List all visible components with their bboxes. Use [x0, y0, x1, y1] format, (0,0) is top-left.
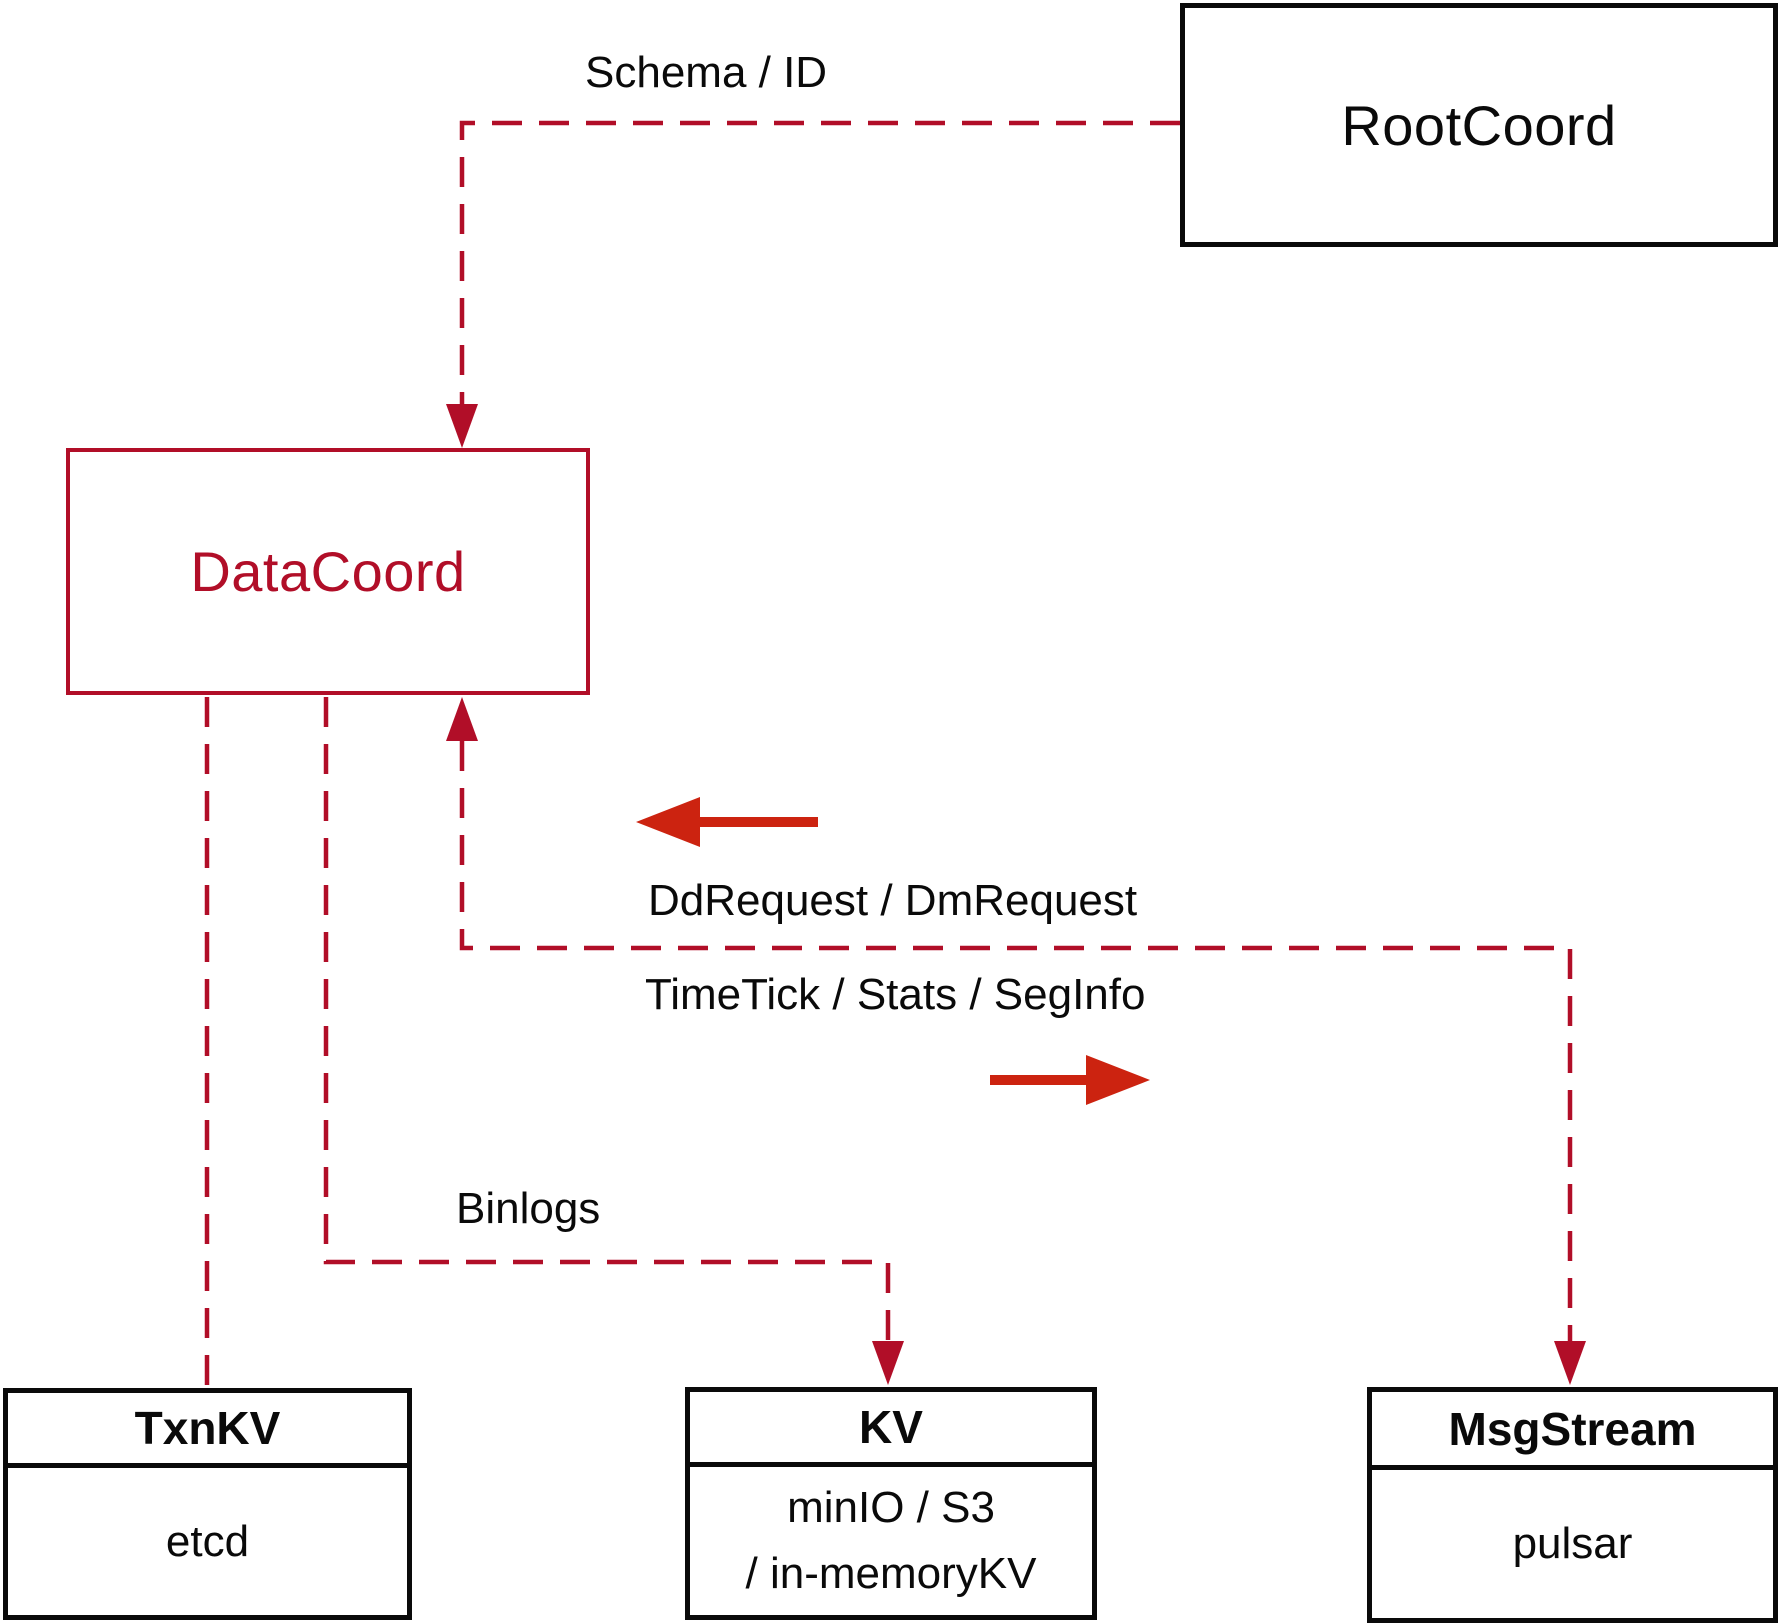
connector-datacoord-to-kv: [323, 697, 904, 1385]
arrowhead-down-icon: [446, 404, 478, 448]
node-datacoord: DataCoord: [66, 448, 590, 695]
node-kv-body: minIO / S3 / in-memoryKV: [690, 1467, 1092, 1615]
direction-arrow-right-icon: [990, 1055, 1150, 1105]
arrowhead-down-icon: [1554, 1341, 1586, 1385]
arrowhead-up-icon: [446, 697, 478, 741]
node-msgstream-title: MsgStream: [1372, 1392, 1773, 1470]
node-txnkv: TxnKV etcd: [3, 1388, 412, 1620]
node-kv: KV minIO / S3 / in-memoryKV: [685, 1387, 1097, 1620]
node-txnkv-body-text: etcd: [165, 1516, 250, 1566]
edge-label-ddrequest-dmrequest: DdRequest / DmRequest: [648, 876, 1138, 925]
direction-arrow-left-icon: [636, 797, 818, 847]
connector-msgstream-datacoord: [446, 697, 1586, 1385]
edge-label-binlogs: Binlogs: [456, 1184, 601, 1233]
arrowhead-down-icon: [872, 1341, 904, 1385]
node-rootcoord: RootCoord: [1180, 3, 1778, 247]
node-rootcoord-label: RootCoord: [1341, 93, 1617, 157]
node-kv-title: KV: [690, 1392, 1092, 1467]
node-kv-body-line2: / in-memoryKV: [745, 1549, 1037, 1598]
node-datacoord-label: DataCoord: [190, 540, 466, 603]
node-txnkv-body: etcd: [8, 1468, 407, 1615]
edge-label-timetick-stats-seginfo: TimeTick / Stats / SegInfo: [645, 970, 1146, 1019]
node-msgstream-body-text: pulsar: [1512, 1519, 1633, 1568]
node-msgstream-body: pulsar: [1372, 1470, 1773, 1618]
node-msgstream: MsgStream pulsar: [1367, 1387, 1778, 1623]
edge-label-schema-id: Schema / ID: [585, 48, 828, 97]
connector-rootcoord-to-datacoord: [446, 120, 1180, 448]
node-txnkv-title: TxnKV: [8, 1393, 407, 1468]
node-kv-body-line1: minIO / S3: [787, 1483, 995, 1532]
